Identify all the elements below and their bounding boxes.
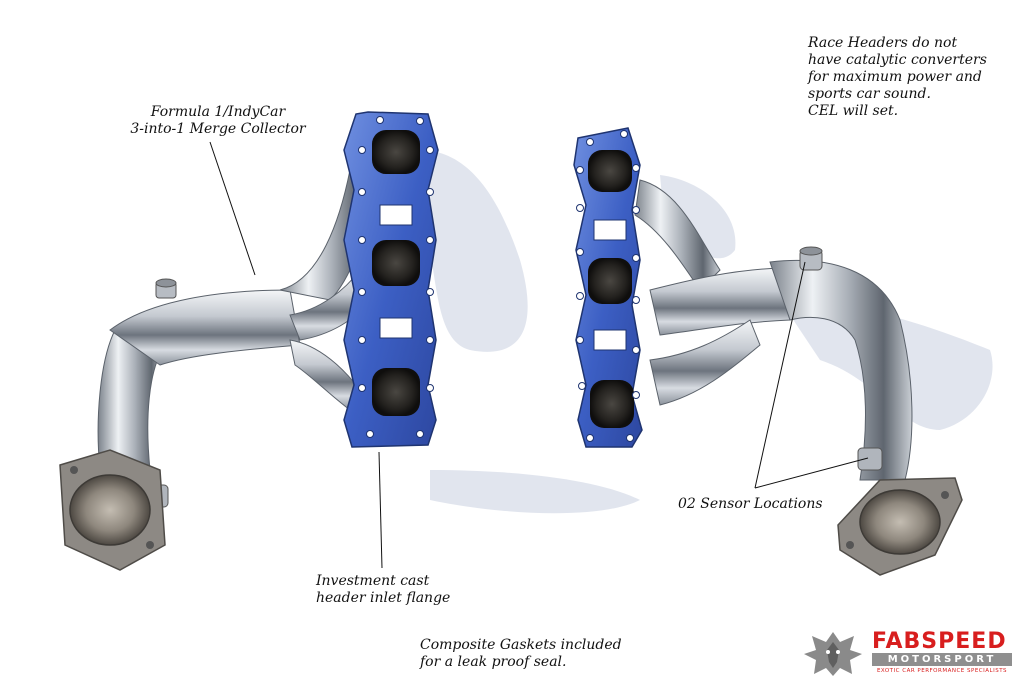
annotation-line: for a leak proof seal. xyxy=(420,654,567,670)
fabspeed-logo: FABSPEED MOTORSPORT EXOTIC CAR PERFORMAN… xyxy=(802,628,1017,678)
right-header xyxy=(573,127,963,576)
leader-lines xyxy=(209,141,869,569)
annotation-line: header inlet flange xyxy=(316,590,451,606)
annotation-line: Composite Gaskets included xyxy=(420,637,622,653)
annotation-line: CEL will set. xyxy=(808,103,899,119)
annotation-line: sports car sound. xyxy=(808,86,931,102)
collector-leader xyxy=(209,141,256,276)
annotation-line: for maximum power and xyxy=(808,69,982,85)
annotation-line: have catalytic converters xyxy=(808,52,987,68)
logo-subtitle: MOTORSPORT xyxy=(872,653,1012,666)
annotation-line: Race Headers do not xyxy=(808,35,958,51)
flange-leader xyxy=(378,451,383,569)
gaskets-annotation: Composite Gaskets included for a leak pr… xyxy=(420,637,622,671)
left-header xyxy=(59,111,439,571)
race-headers-annotation: Race Headers do not have catalytic conve… xyxy=(808,35,987,120)
flange-annotation: Investment cast header inlet flange xyxy=(316,573,450,607)
wolf-head-icon xyxy=(804,632,862,676)
annotation-line: Formula 1/IndyCar xyxy=(150,104,286,120)
annotation-line: Investment cast xyxy=(316,573,430,589)
annotation-line: 02 Sensor Locations xyxy=(678,496,823,512)
logo-tagline: EXOTIC CAR PERFORMANCE SPECIALISTS xyxy=(876,668,1008,674)
o2-sensor-annotation: 02 Sensor Locations xyxy=(678,496,823,513)
o2-leader-upper xyxy=(754,261,806,489)
annotation-line: 3-into-1 Merge Collector xyxy=(130,121,306,137)
logo-wordmark: FABSPEED xyxy=(872,629,1007,654)
o2-leader-lower xyxy=(754,457,869,489)
collector-annotation: Formula 1/IndyCar 3-into-1 Merge Collect… xyxy=(118,104,318,138)
